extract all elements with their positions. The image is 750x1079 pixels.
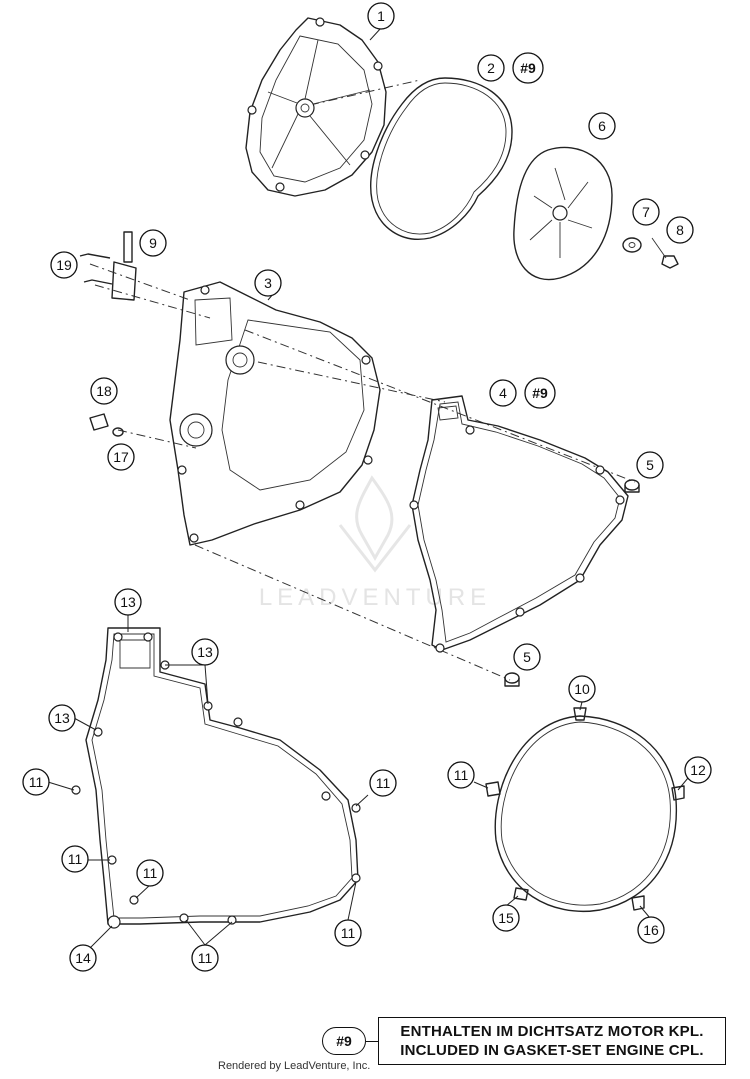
- legend-connector: [366, 1041, 378, 1042]
- callout-16: 16: [637, 916, 665, 944]
- o-ring-part: [370, 77, 513, 240]
- callout-2-ref: #9: [512, 52, 544, 84]
- svg-text:15: 15: [498, 910, 514, 926]
- callout-18: 18: [90, 377, 118, 405]
- clutch-cover-part: [245, 17, 387, 197]
- legend-line-english: INCLUDED IN GASKET-SET ENGINE CPL.: [400, 1042, 704, 1059]
- svg-text:5: 5: [646, 457, 654, 473]
- svg-text:11: 11: [341, 925, 356, 941]
- callout-6: 6: [588, 112, 616, 140]
- washer-part: [622, 237, 642, 253]
- svg-text:14: 14: [75, 950, 91, 966]
- svg-text:6: 6: [598, 118, 606, 134]
- render-credit: Rendered by LeadVenture, Inc.: [218, 1060, 371, 1072]
- callout-11-c: 11: [61, 845, 89, 873]
- svg-text:4: 4: [499, 385, 507, 401]
- inner-clutch-cover-part: [169, 281, 381, 546]
- svg-text:#9: #9: [532, 385, 548, 401]
- svg-text:7: 7: [642, 204, 650, 220]
- svg-text:13: 13: [197, 644, 213, 660]
- svg-text:10: 10: [574, 681, 590, 697]
- svg-text:11: 11: [29, 774, 44, 790]
- watermark-logo: [338, 475, 412, 573]
- callout-5-upper: 5: [636, 451, 664, 479]
- svg-text:18: 18: [96, 383, 112, 399]
- callout-8: 8: [666, 216, 694, 244]
- callout-11-b: 11: [369, 769, 397, 797]
- svg-text:16: 16: [643, 922, 659, 938]
- detailed-o-ring-gasket: [485, 707, 685, 912]
- legend-box: ENTHALTEN IM DICHTSATZ MOTOR KPL. INCLUD…: [378, 1017, 726, 1065]
- svg-text:2: 2: [487, 60, 495, 76]
- breather-hose-part: [111, 231, 137, 301]
- svg-text:3: 3: [264, 275, 272, 291]
- callout-4: 4: [489, 379, 517, 407]
- svg-text:11: 11: [376, 775, 391, 791]
- svg-text:11: 11: [454, 767, 469, 783]
- callout-13-left: 13: [48, 704, 76, 732]
- plug-screw-part: [89, 413, 109, 431]
- svg-text:13: 13: [54, 710, 70, 726]
- svg-text:11: 11: [143, 865, 158, 881]
- svg-text:1: 1: [377, 8, 385, 24]
- svg-text:19: 19: [56, 257, 72, 273]
- callout-12: 12: [684, 756, 712, 784]
- callout-13-top: 13: [114, 588, 142, 616]
- svg-text:11: 11: [198, 950, 213, 966]
- callout-15: 15: [492, 904, 520, 932]
- callout-11-e: 11: [334, 919, 362, 947]
- callout-11-d: 11: [136, 859, 164, 887]
- callout-19: 19: [50, 251, 78, 279]
- callout-7: 7: [632, 198, 660, 226]
- callout-17: 17: [107, 443, 135, 471]
- assembly-lines: [89, 79, 636, 681]
- dowel-sleeve-part: [504, 479, 640, 687]
- callout-13-right: 13: [191, 638, 219, 666]
- svg-text:8: 8: [676, 222, 684, 238]
- svg-text:5: 5: [523, 649, 531, 665]
- watermark-text: LEADVENTURE: [258, 584, 492, 611]
- callout-9: 9: [139, 229, 167, 257]
- detailed-cover-gasket: [71, 627, 361, 929]
- legend-line-german: ENTHALTEN IM DICHTSATZ MOTOR KPL.: [400, 1023, 704, 1040]
- svg-text:13: 13: [120, 594, 136, 610]
- svg-text:11: 11: [68, 851, 83, 867]
- callout-4-ref: #9: [524, 377, 556, 409]
- cover-gasket-part: [409, 395, 629, 653]
- callout-2: 2: [477, 54, 505, 82]
- cover-protector-part: [513, 146, 613, 281]
- callout-14: 14: [69, 944, 97, 972]
- bolt-part: [651, 237, 679, 269]
- screw-parts: [79, 253, 113, 285]
- leader-lines: [47, 27, 689, 949]
- svg-text:12: 12: [690, 762, 706, 778]
- svg-text:9: 9: [149, 235, 157, 251]
- callout-5-lower: 5: [513, 643, 541, 671]
- svg-text:#9: #9: [520, 60, 536, 76]
- plug-o-ring-part: [112, 427, 124, 437]
- callout-11-a: 11: [22, 768, 50, 796]
- callout-11-g: 11: [447, 761, 475, 789]
- callout-11-f: 11: [191, 944, 219, 972]
- callout-10: 10: [568, 675, 596, 703]
- legend-reference-tag: #9: [322, 1027, 366, 1055]
- callout-1: 1: [367, 2, 395, 30]
- svg-text:17: 17: [113, 449, 129, 465]
- callout-3: 3: [254, 269, 282, 297]
